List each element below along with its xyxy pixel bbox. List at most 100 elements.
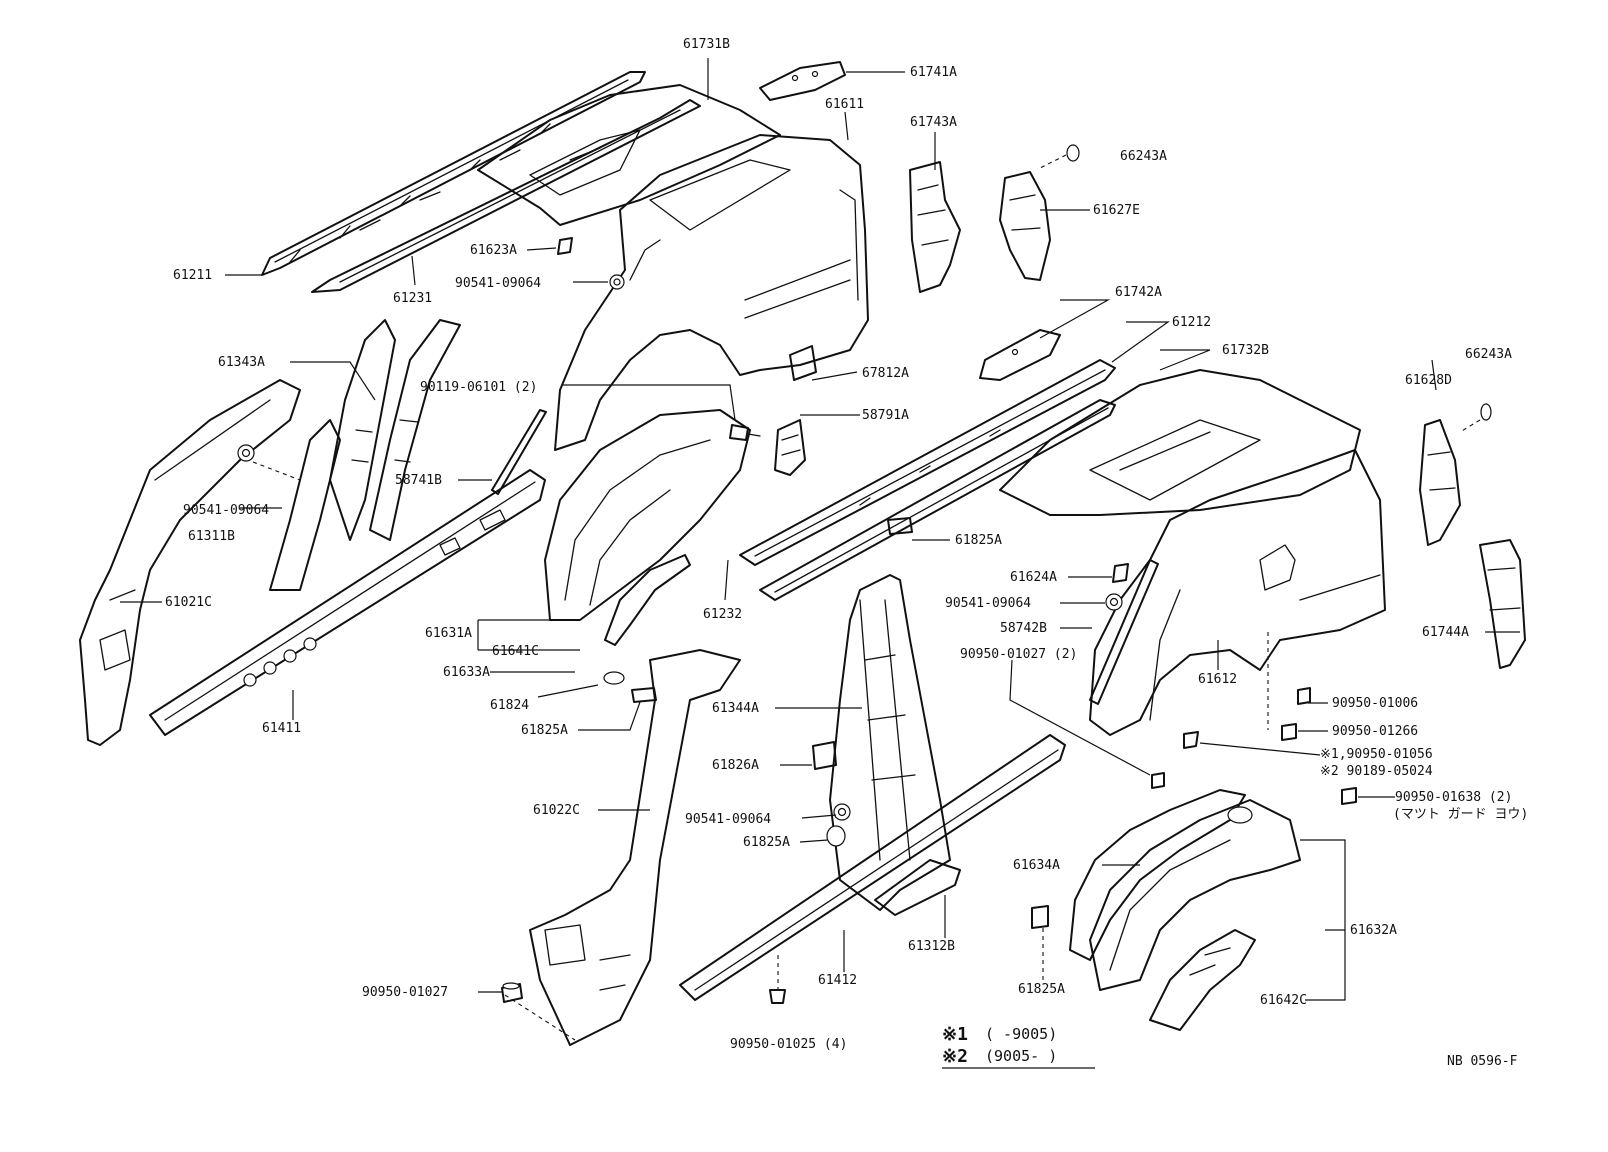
rail-strip-61231-part bbox=[311, 99, 701, 293]
callout-90541-right: 90541-09064 bbox=[945, 596, 1031, 611]
callout-90950-01006: 90950-01006 bbox=[1332, 696, 1418, 711]
note-2-mark: ※2 bbox=[942, 1046, 968, 1067]
callout-61824: 61824 bbox=[490, 698, 529, 713]
patch-61825A-c-part bbox=[826, 825, 846, 847]
quarter-panel-61611-part bbox=[554, 134, 869, 451]
callout-61343A: 61343A bbox=[218, 355, 265, 370]
callout-61825A-right: 61825A bbox=[1018, 982, 1065, 997]
rocker-panel-61412-part bbox=[679, 734, 1066, 1001]
wheel-house-outer-61641C-part bbox=[604, 554, 691, 646]
callout-66243A-right: 66243A bbox=[1465, 347, 1512, 362]
bolt-90119-part bbox=[729, 424, 761, 441]
leader-lines bbox=[120, 58, 1520, 1041]
wheel-house-61642C-part bbox=[1149, 929, 1256, 1031]
callout-90119: 90119-06101 (2) bbox=[420, 380, 537, 395]
diagram-code: NB 0596-F bbox=[1447, 1054, 1518, 1069]
callout-90950-01027: 90950-01027 bbox=[362, 985, 448, 1000]
callout-61231: 61231 bbox=[393, 291, 432, 306]
roof-inner-panel-61731B-part bbox=[477, 84, 781, 226]
bracket-61627E-part bbox=[999, 171, 1051, 281]
callout-61344A: 61344A bbox=[712, 701, 759, 716]
callout-90950-01025: 90950-01025 (4) bbox=[730, 1037, 847, 1052]
note-2-text: (9005- ) bbox=[985, 1047, 1057, 1065]
bracket-61628D-part bbox=[1419, 419, 1461, 546]
rocker-panel-61411-part bbox=[149, 469, 546, 736]
callout-61741A: 61741A bbox=[910, 65, 957, 80]
wheel-house-61632A-part bbox=[1089, 799, 1301, 991]
callout-90541-top: 90541-09064 bbox=[455, 276, 541, 291]
roof-inner-panel-61732B-part bbox=[999, 369, 1361, 516]
clip-90950-01266-part bbox=[1281, 723, 1297, 741]
grommet-90541-c-part bbox=[1105, 593, 1123, 611]
bracket-61742A-part bbox=[979, 329, 1061, 381]
callout-61742A: 61742A bbox=[1115, 285, 1162, 300]
cap-66243A-b-part bbox=[1480, 403, 1492, 421]
patch-61825A-a-part bbox=[887, 517, 913, 535]
pillar-lower-61312B-part bbox=[874, 859, 961, 916]
callout-58741B: 58741B bbox=[395, 473, 442, 488]
callout-61611: 61611 bbox=[825, 97, 864, 112]
callout-61825A-bottom: 61825A bbox=[743, 835, 790, 850]
callout-61627E: 61627E bbox=[1093, 203, 1140, 218]
footnotes: ※1 ( -9005) ※2 (9005- ) bbox=[942, 1024, 1095, 1069]
callout-58791A: 58791A bbox=[862, 408, 909, 423]
grommet-90541-d-part bbox=[833, 803, 851, 821]
callout-61411: 61411 bbox=[262, 721, 301, 736]
callout-61634A: 61634A bbox=[1013, 858, 1060, 873]
clip-90950-01006-part bbox=[1297, 687, 1311, 705]
clip-90950-01027-2-part bbox=[1151, 772, 1165, 789]
callout-61632A: 61632A bbox=[1350, 923, 1397, 938]
callout-90189-05024: ※2 90189-05024 bbox=[1320, 764, 1433, 779]
wheel-house-61634A-part bbox=[1069, 789, 1246, 961]
callout-90950-01027-2: 90950-01027 (2) bbox=[960, 647, 1077, 662]
bracket-61743A-part bbox=[909, 161, 961, 293]
callout-61731B: 61731B bbox=[683, 37, 730, 52]
grommet-90541-b-part bbox=[237, 444, 255, 462]
clip-90950-01056-part bbox=[1183, 731, 1199, 749]
callout-58742B: 58742B bbox=[1000, 621, 1047, 636]
callout-61022C: 61022C bbox=[533, 803, 580, 818]
weatherstrip-58742B-part bbox=[1089, 559, 1159, 705]
tag-61623A-part bbox=[557, 237, 573, 255]
rail-strip-61232-part bbox=[759, 399, 1116, 601]
callout-61628D: 61628D bbox=[1405, 373, 1452, 388]
roof-side-rail-61212-part bbox=[739, 359, 1116, 566]
clip-90950-01027-part bbox=[501, 982, 523, 1003]
callout-61732B: 61732B bbox=[1222, 343, 1269, 358]
callout-61212: 61212 bbox=[1172, 315, 1211, 330]
callout-61744A: 61744A bbox=[1422, 625, 1469, 640]
weatherstrip-58741B-part bbox=[491, 409, 547, 495]
bracket-61744A-part bbox=[1479, 539, 1526, 669]
patch-61825A-d-part bbox=[1031, 905, 1049, 929]
roof-side-rail-61211-part bbox=[261, 71, 646, 276]
callout-61312B: 61312B bbox=[908, 939, 955, 954]
wheel-house-61631A-part bbox=[544, 409, 751, 621]
cap-66243A-a-part bbox=[1066, 144, 1080, 162]
plate-67812A-part bbox=[789, 345, 817, 381]
callout-90950-01056: ※1,90950-01056 bbox=[1320, 747, 1433, 762]
front-pillar-61021C-part bbox=[79, 379, 301, 746]
callout-90541-bottom: 90541-09064 bbox=[685, 812, 771, 827]
callout-66243A-top: 66243A bbox=[1120, 149, 1167, 164]
callout-61826A: 61826A bbox=[712, 758, 759, 773]
patch-61825A-b-part bbox=[631, 687, 657, 703]
callout-61825A-left: 61825A bbox=[521, 723, 568, 738]
note-1-text: ( -9005) bbox=[985, 1025, 1057, 1043]
callout-61412: 61412 bbox=[818, 973, 857, 988]
b-pillar-61344A-part bbox=[829, 574, 951, 911]
callout-labels: 61731B 61741A 61611 61743A 66243A 61627E… bbox=[165, 37, 1528, 1052]
callout-61624A: 61624A bbox=[1010, 570, 1057, 585]
pillar-inner-61311B-part bbox=[269, 419, 341, 591]
clip-90950-01638-part bbox=[1341, 787, 1357, 805]
callout-mud-guard-note: (マツト ガード ヨウ) bbox=[1393, 807, 1528, 822]
tag-61624A-part bbox=[1112, 563, 1129, 583]
grommet-90541-a-part bbox=[609, 274, 625, 290]
callout-90950-01638: 90950-01638 (2) bbox=[1395, 790, 1512, 805]
callout-61631A: 61631A bbox=[425, 626, 472, 641]
callout-61232: 61232 bbox=[703, 607, 742, 622]
callout-61211: 61211 bbox=[173, 268, 212, 283]
front-pillar-lower-61022C-part bbox=[529, 649, 741, 1046]
callout-90950-01266: 90950-01266 bbox=[1332, 724, 1418, 739]
clip-90950-01025-part bbox=[769, 989, 786, 1004]
